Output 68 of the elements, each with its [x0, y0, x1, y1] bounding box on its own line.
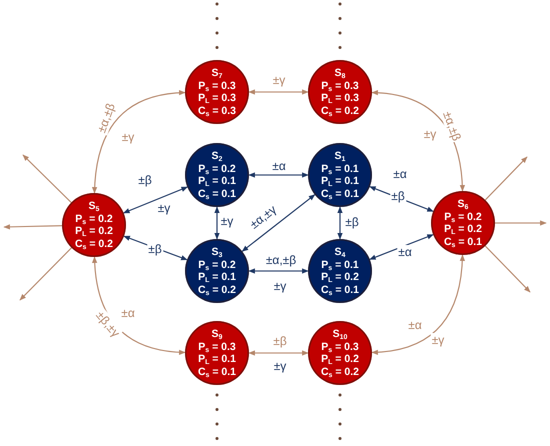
state-text: S$_{7}$ [212, 67, 222, 80]
state-text: P$_{s}$ = 0.3 [321, 340, 359, 353]
state-text: S$_{8}$ [334, 67, 346, 80]
state-text: S$_{10}$ [332, 328, 348, 340]
state-text: P$_{L}$ = 0.3 [321, 92, 359, 104]
state-text: C$_{s}$ = 0.2 [198, 284, 236, 296]
state-text: C$_{s}$ = 0.2 [74, 238, 114, 250]
state-text: P$_{L}$ = 0.2 [75, 225, 113, 238]
arrow [214, 206, 220, 240]
state-text: P$_{s}$ = 0.1 [321, 258, 359, 271]
arrow [123, 186, 188, 214]
state-text: C$_{s}$ = 0.1 [198, 188, 236, 200]
state-text: P$_{s}$ = 0.1 [321, 162, 359, 175]
state-text: P$_{s}$ = 0.3 [198, 80, 236, 92]
state-text: C$_{s}$ = 0.1 [198, 366, 236, 378]
edge-label: ±β [147, 242, 163, 256]
state-text: C$_{s}$ = 0.3 [198, 104, 236, 117]
arrow [371, 254, 465, 355]
state-text: C$_{s}$ = 0.2 [320, 104, 360, 117]
arrow [248, 350, 309, 356]
transition-label: ±β [390, 189, 406, 203]
state-text: S$_{3}$ [212, 246, 222, 258]
state-text: P$_{s}$ = 0.2 [444, 210, 482, 223]
state-text: S$_{4}$ [334, 246, 346, 258]
edge-label: ±β [137, 173, 153, 187]
transition-label: ±γ [430, 333, 446, 347]
state-text: C$_{s}$ = 0.2 [320, 366, 360, 378]
state-text: P$_{s}$ = 0.3 [198, 340, 236, 353]
edge-label: ±α,±β [264, 253, 298, 267]
state-text: C$_{s}$ = 0.1 [320, 284, 360, 296]
state-text: P$_{L}$ = 0.2 [321, 271, 359, 284]
edge-label: ±α [397, 245, 413, 259]
state-text: C$_{s}$ = 0.1 [444, 236, 482, 248]
arrow [22, 154, 72, 203]
state-text: C$_{s}$ = 0.1 [320, 188, 360, 200]
state-text: P$_{s}$ = 0.3 [321, 80, 359, 92]
edge-label: ±β [272, 334, 288, 348]
state-text: P$_{s}$ = 0.2 [198, 258, 236, 271]
state-text: P$_{L}$ = 0.1 [198, 353, 236, 366]
arrow [123, 236, 188, 260]
state-text: P$_{L}$ = 0.3 [198, 92, 236, 104]
arrow [248, 89, 309, 95]
arrow [248, 172, 309, 178]
state-text: P$_{L}$ = 0.1 [198, 271, 236, 284]
arrow [242, 194, 316, 252]
state-text: P$_{s}$ = 0.2 [75, 212, 113, 225]
arrow [3, 224, 62, 230]
state-text: S$_{6}$ [458, 198, 468, 210]
state-text: S$_{1}$ [334, 150, 346, 162]
arrow [20, 247, 72, 300]
arrow [484, 156, 528, 200]
state-text: P$_{s}$ = 0.2 [198, 162, 236, 175]
state-circle [62, 193, 126, 257]
state-text: P$_{L}$ = 0.2 [321, 353, 359, 366]
state-text: P$_{L}$ = 0.2 [444, 223, 482, 236]
arrow [92, 90, 186, 194]
state-text: S$_{5}$ [88, 200, 100, 212]
state-text: P$_{L}$ = 0.1 [198, 175, 236, 188]
state-circle [431, 191, 495, 255]
arrow [248, 268, 309, 274]
state-text: S$_{9}$ [212, 328, 222, 340]
arrow [337, 206, 343, 240]
arrow [369, 234, 434, 260]
state-text: S$_{2}$ [212, 150, 222, 162]
state-text: P$_{L}$ = 0.1 [321, 175, 359, 188]
arrow [484, 246, 530, 292]
edge-label: ±β [344, 215, 360, 229]
arrow [495, 220, 547, 226]
